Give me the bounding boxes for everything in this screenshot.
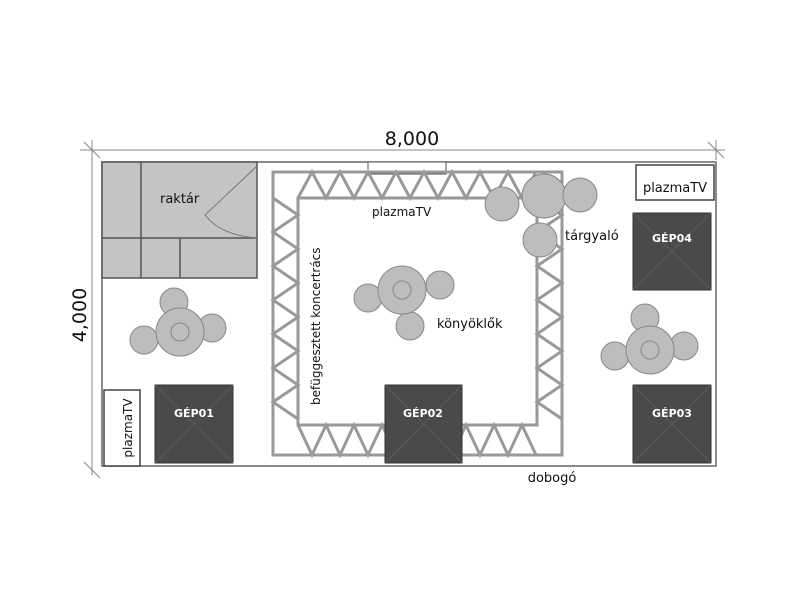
dimension-lines — [80, 140, 725, 479]
truss-label: befüggesztett koncertrács — [309, 247, 323, 405]
plasma-top-label: plazmaTV — [372, 205, 432, 219]
machine-gep03: GÉP03 — [632, 384, 712, 464]
meeting-table — [484, 173, 598, 258]
plasma-tv-left — [103, 389, 141, 467]
bar-table-left — [129, 287, 227, 357]
machine-gep04: GÉP04 — [632, 212, 712, 291]
width-dimension: 8,000 — [385, 128, 439, 150]
machine-gep02: GÉP02 — [384, 384, 463, 464]
plasma-left-label: plazmaTV — [121, 398, 135, 458]
svg-text:GÉP04: GÉP04 — [652, 232, 692, 245]
machine-gep01: GÉP01 — [154, 384, 234, 464]
plasma-right-label: plazmaTV — [643, 181, 707, 196]
stage-label: dobogó — [528, 471, 577, 486]
storage-room — [101, 161, 258, 279]
meeting-label: tárgyaló — [565, 229, 619, 244]
plasma-tv-right — [635, 164, 715, 201]
bar-tables-label: könyöklők — [437, 317, 503, 332]
svg-text:GÉP03: GÉP03 — [652, 407, 692, 420]
bar-table-right — [600, 303, 699, 375]
svg-text:GÉP01: GÉP01 — [174, 407, 214, 420]
bar-table-center — [353, 265, 455, 341]
storage-label: raktár — [160, 192, 200, 207]
door-icon — [204, 165, 258, 239]
height-dimension: 4,000 — [69, 288, 91, 342]
svg-text:GÉP02: GÉP02 — [403, 407, 443, 420]
